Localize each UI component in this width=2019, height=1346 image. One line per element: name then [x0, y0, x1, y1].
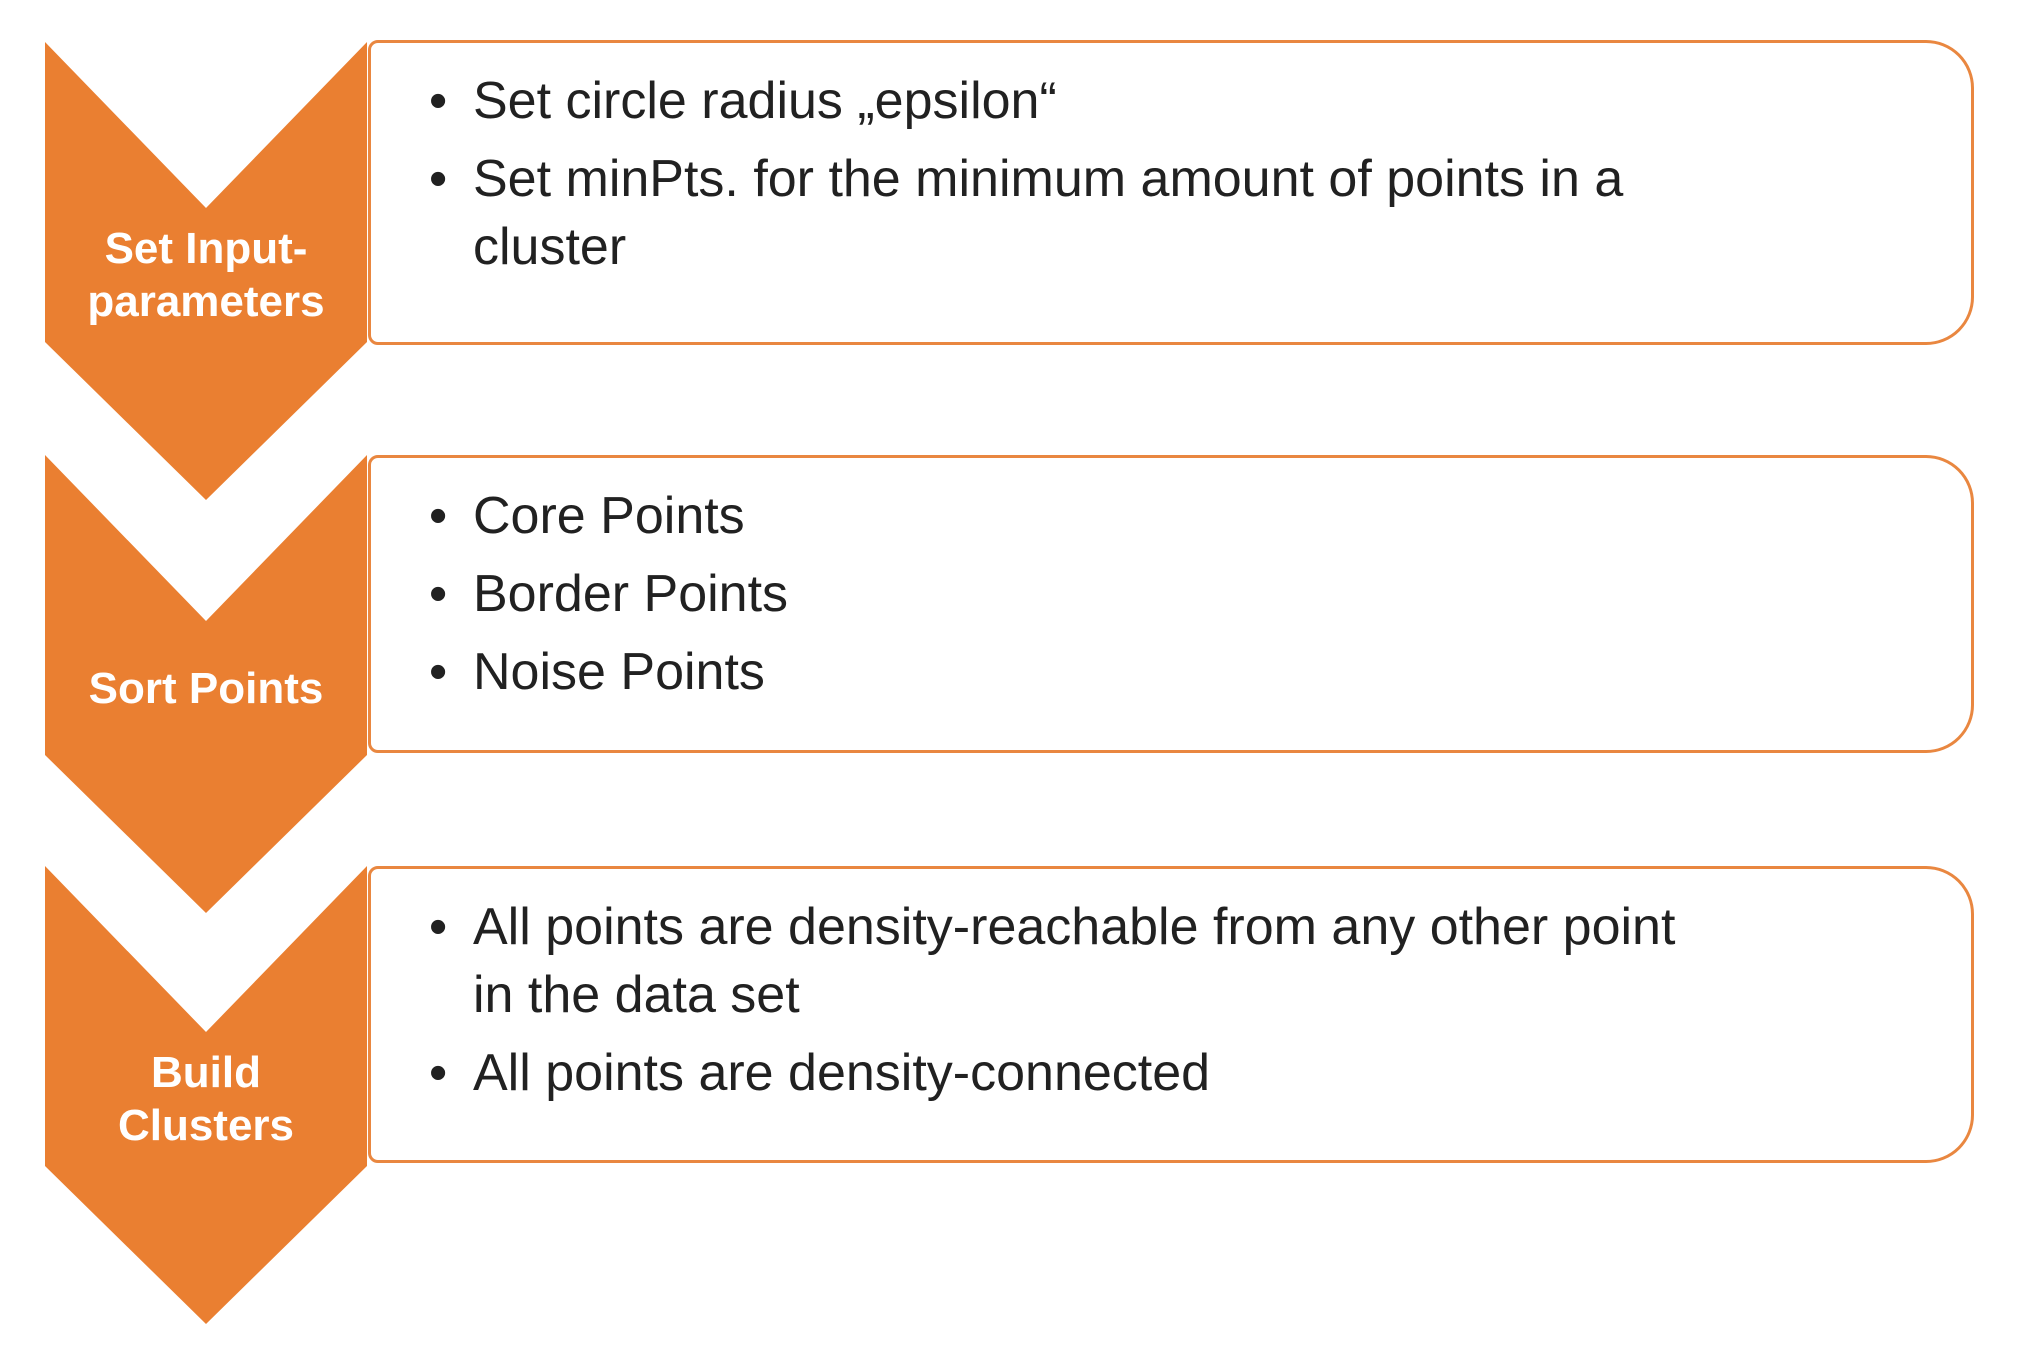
bullet-line: in the data set	[473, 966, 800, 1024]
chevron-arrow-down-3	[45, 866, 367, 1324]
chevron-arrow-down-1	[45, 42, 367, 500]
step-label-1: Set Input- parameters	[45, 208, 367, 342]
bullet-line: All points are density-reachable from an…	[473, 898, 1676, 956]
step-box-2: Core Points Border Points Noise Points	[368, 455, 1974, 753]
step-label-line: Build	[151, 1048, 261, 1097]
bullet-item: Set minPts. for the minimum amount of po…	[427, 145, 1931, 281]
bullet-item: All points are density-reachable from an…	[427, 893, 1931, 1029]
chevron-shape	[45, 455, 367, 913]
bullet-line: Border Points	[473, 565, 789, 623]
step-box-3: All points are density-reachable from an…	[368, 866, 1974, 1163]
step-box-1: Set circle radius „epsilon“ Set minPts. …	[368, 40, 1974, 345]
bullet-line: Set circle radius „epsilon“	[473, 72, 1057, 130]
step-label-3: Build Clusters	[45, 1032, 367, 1166]
bullet-line: Set minPts. for the minimum amount of po…	[473, 150, 1624, 208]
step-label-line: Clusters	[117, 1101, 295, 1150]
bullet-list: Set circle radius „epsilon“ Set minPts. …	[427, 67, 1931, 281]
bullet-list: All points are density-reachable from an…	[427, 893, 1931, 1107]
bullet-item: All points are density-connected	[427, 1039, 1931, 1107]
chevron-shape	[45, 42, 367, 500]
bullet-item: Border Points	[427, 560, 1931, 628]
bullet-line: cluster	[473, 218, 627, 276]
bullet-line: Noise Points	[473, 643, 765, 701]
bullet-item: Set circle radius „epsilon“	[427, 67, 1931, 135]
bullet-item: Noise Points	[427, 638, 1931, 706]
bullet-item: Core Points	[427, 482, 1931, 550]
step-label-line: Set Input-	[104, 224, 308, 273]
chevron-arrow-down-2	[45, 455, 367, 913]
step-label-line: Sort Points	[88, 663, 324, 713]
bullet-line: All points are density-connected	[473, 1044, 1211, 1102]
step-label-2: Sort Points	[45, 621, 367, 755]
step-label-line: parameters	[87, 277, 325, 326]
bullet-line: Core Points	[473, 487, 745, 545]
chevron-shape	[45, 866, 367, 1324]
bullet-list: Core Points Border Points Noise Points	[427, 482, 1931, 706]
